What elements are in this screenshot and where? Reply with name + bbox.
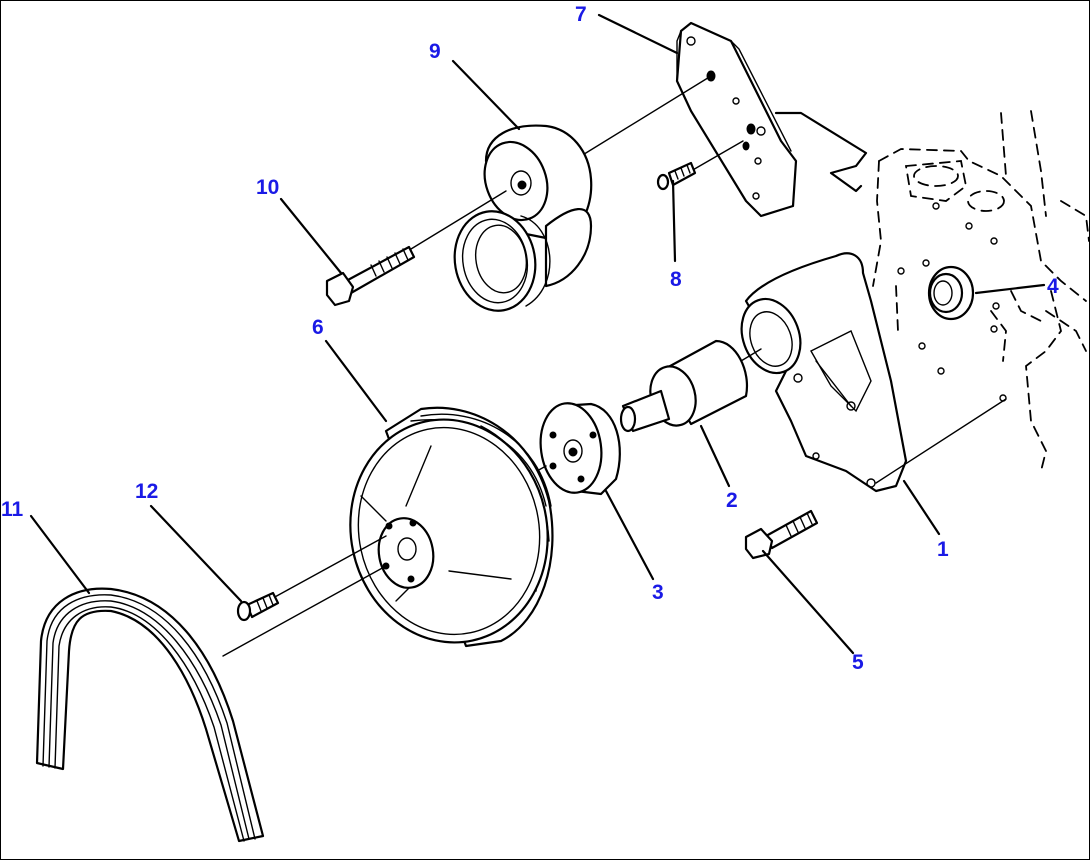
bracket-arm [740, 252, 1007, 493]
callout-4: 4 [1047, 275, 1059, 298]
callout-3: 3 [652, 581, 664, 604]
engine-block [872, 110, 1089, 472]
callout-12: 12 [135, 480, 158, 503]
callouts: 1 2 3 4 5 6 7 8 9 10 11 12 [1, 3, 1059, 674]
mounting-plate [675, 21, 868, 218]
callout-5: 5 [852, 651, 864, 674]
callout-7: 7 [575, 3, 587, 26]
hub [445, 402, 621, 522]
small-bolt-8 [656, 140, 744, 191]
shaft-spacer [619, 339, 762, 433]
pulley-bolt-12 [222, 535, 387, 657]
callout-1: 1 [937, 538, 949, 561]
crank-pulley [349, 406, 554, 648]
tensioner-pulley [453, 75, 712, 312]
callout-2: 2 [726, 489, 738, 512]
callout-11: 11 [1, 498, 24, 521]
callout-9: 9 [429, 40, 441, 63]
seal-ring [927, 265, 975, 321]
callout-10: 10 [256, 176, 279, 199]
callout-8: 8 [670, 268, 682, 291]
bracket-bolt-5 [744, 509, 819, 560]
callout-6: 6 [312, 316, 324, 339]
drive-belt [35, 587, 265, 843]
long-bolt-10 [325, 190, 507, 307]
leader-lines [29, 13, 1046, 655]
